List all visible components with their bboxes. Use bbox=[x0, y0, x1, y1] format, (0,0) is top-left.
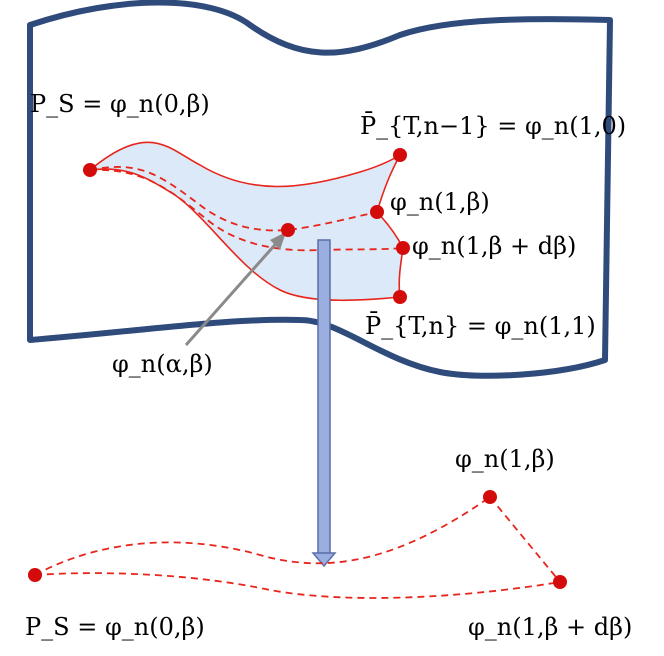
projection-arrow-shaft bbox=[317, 239, 331, 556]
label-pt-n: P̄_{T,n} = φ_n(1,1) bbox=[365, 312, 596, 340]
point-phi-1-beta-bottom bbox=[483, 490, 497, 504]
pointer-arrowhead bbox=[270, 232, 286, 250]
label-phi-1-beta-bottom: φ_n(1,β) bbox=[455, 445, 555, 473]
projection-arrow-head bbox=[311, 552, 337, 568]
point-ps-bottom bbox=[28, 568, 42, 582]
bottom-curve-beta-dbeta bbox=[34, 572, 561, 599]
point-phi-1-beta-dbeta-top bbox=[396, 241, 410, 255]
curve-beta-dbeta bbox=[89, 169, 404, 252]
label-pt-prev: P̄_{T,n−1} = φ_n(1,0) bbox=[360, 112, 627, 140]
bottom-segment-dbeta bbox=[489, 496, 561, 583]
point-phi-alpha-beta bbox=[281, 223, 295, 237]
label-ps-top: P_S = φ_n(0,β) bbox=[30, 90, 210, 118]
pointer-line bbox=[184, 237, 283, 346]
label-phi-alpha-beta: φ_n(α,β) bbox=[112, 350, 213, 378]
label-phi-1-beta-dbeta-bottom: φ_n(1,β + dβ) bbox=[468, 613, 633, 641]
point-pt-n bbox=[393, 290, 407, 304]
point-pt-prev bbox=[393, 148, 407, 162]
point-phi-1-beta-top bbox=[370, 205, 384, 219]
bottom-curve-beta bbox=[34, 496, 491, 576]
label-phi-1-beta-dbeta-top: φ_n(1,β + dβ) bbox=[412, 232, 577, 260]
label-phi-1-beta-top: φ_n(1,β) bbox=[390, 188, 490, 216]
point-ps-top bbox=[83, 163, 97, 177]
label-ps-bottom: P_S = φ_n(0,β) bbox=[25, 613, 205, 641]
point-phi-1-beta-dbeta-bottom bbox=[553, 575, 567, 589]
curve-beta bbox=[89, 166, 378, 232]
